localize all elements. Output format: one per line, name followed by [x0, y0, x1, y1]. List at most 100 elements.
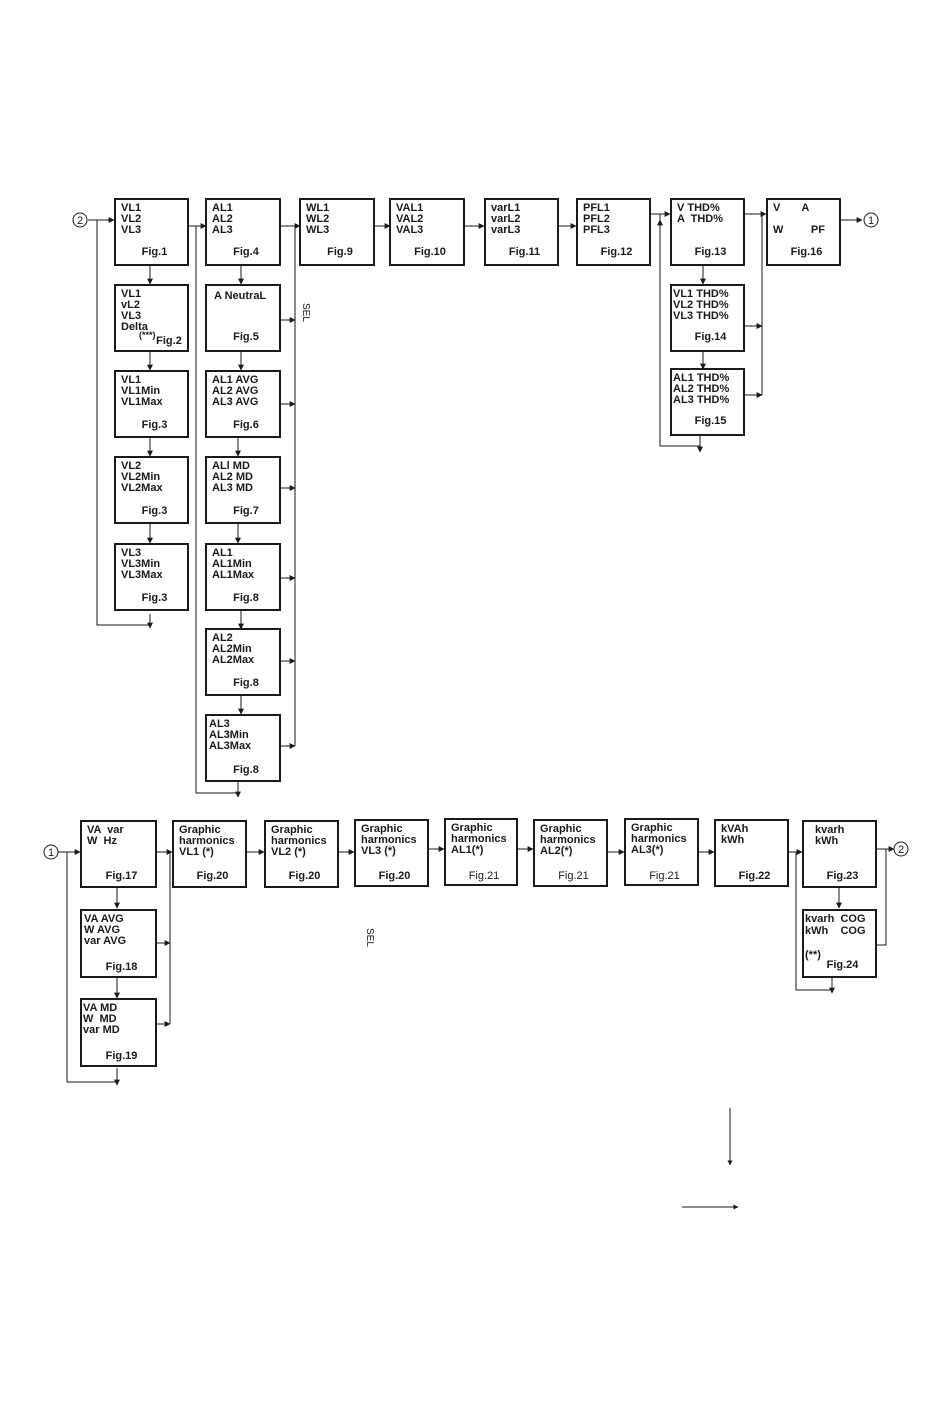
- box-frame: [205, 628, 281, 696]
- box-line: VL3 THD%: [673, 310, 729, 322]
- box-frame: [714, 819, 789, 887]
- box-line: VA MD: [83, 1002, 117, 1014]
- figure-label: Fig.21: [469, 870, 500, 882]
- box-line: VL1Min: [121, 385, 160, 397]
- box-line: VL2 THD%: [673, 299, 729, 311]
- box-line: kWh COG: [805, 925, 866, 937]
- box-frame: [576, 198, 651, 266]
- figure-label: Fig.24: [827, 959, 860, 971]
- box-frame: [114, 543, 189, 611]
- figure-label: Fig.8: [233, 677, 259, 689]
- figure-label: Fig.8: [233, 592, 259, 604]
- box-line: Delta: [121, 321, 149, 333]
- box-line: VL1 (*): [179, 846, 214, 858]
- box-line: kvarh: [815, 824, 845, 836]
- box-line: AL3(*): [631, 844, 664, 856]
- box-line: harmonics: [361, 834, 417, 846]
- box-line: AL2: [212, 632, 233, 644]
- box-line: Graphic: [271, 824, 313, 836]
- box-line: Graphic: [451, 822, 493, 834]
- box-fig15: AL1 THD%AL2 THD%AL3 THD%Fig.15: [670, 368, 745, 436]
- figure-label: Fig.13: [695, 246, 727, 258]
- connector-two-right: 2: [893, 841, 909, 857]
- box-line: AL3Min: [209, 729, 249, 741]
- connector-one-label-bottom: 1: [48, 847, 54, 859]
- box-line: WL1: [306, 202, 329, 214]
- box-frame: [484, 198, 559, 266]
- box-line: var MD: [83, 1024, 120, 1036]
- box-line: AL2(*): [540, 845, 573, 857]
- box-line: VL2: [121, 213, 141, 225]
- box-line: AL1 THD%: [673, 372, 729, 384]
- box-line: varL3: [491, 224, 520, 236]
- box-line: Graphic: [540, 823, 582, 835]
- box-frame: [114, 284, 189, 352]
- box-frame: [80, 998, 157, 1067]
- box-line: VL1Max: [121, 396, 163, 408]
- connector-two-label: 2: [77, 215, 83, 227]
- box-frame: [766, 198, 841, 266]
- box-line: W MD: [83, 1013, 117, 1025]
- box-frame: [354, 819, 429, 887]
- box-line: (***): [139, 330, 156, 340]
- figure-label: Fig.4: [233, 246, 260, 258]
- box-line: VL1: [121, 288, 141, 300]
- box-line: kWh: [721, 834, 745, 846]
- box-line: VL1 THD%: [673, 288, 729, 300]
- figure-label: Fig.15: [695, 415, 727, 427]
- figure-label: Fig.6: [233, 419, 259, 431]
- box-line: AL1Min: [212, 558, 252, 570]
- box-line: Graphic: [179, 824, 221, 836]
- box-line: harmonics: [271, 835, 327, 847]
- box-fig13: V THD%A THD%Fig.13: [670, 198, 745, 266]
- figure-label: Fig.9: [327, 246, 353, 258]
- box-line: W AVG: [84, 924, 120, 936]
- box-line: var AVG: [84, 935, 126, 947]
- figure-label: Fig.3: [142, 419, 168, 431]
- top-wires: [88, 211, 863, 798]
- box-line: kWh: [815, 835, 839, 847]
- box-frame: [80, 909, 157, 978]
- box-frame: [389, 198, 465, 266]
- figure-label: Fig.20: [289, 870, 321, 882]
- box-line: AL3Max: [209, 740, 252, 752]
- box-line: AL2Max: [212, 654, 255, 666]
- box-frame: [802, 909, 877, 978]
- box-line: kVAh: [721, 823, 749, 835]
- box-line: AL3: [209, 718, 230, 730]
- box-frame: [205, 714, 281, 782]
- box-line: VL2: [121, 460, 141, 472]
- box-line: VAL1: [396, 202, 423, 214]
- box-line: PFL1: [583, 202, 610, 214]
- figure-label: Fig.5: [233, 331, 259, 343]
- box-frame: [670, 368, 745, 436]
- box-line: PFL3: [583, 224, 610, 236]
- box-line: VA AVG: [84, 913, 124, 925]
- box-line: VL1: [121, 202, 141, 214]
- figure-label: Fig.2: [156, 335, 182, 347]
- box-frame: [114, 456, 189, 524]
- figure-label: Fig.17: [106, 870, 138, 882]
- figure-label: Fig.14: [695, 331, 728, 343]
- box-line: AL1 AVG: [212, 374, 258, 386]
- box-line: harmonics: [631, 833, 687, 845]
- box-line: A THD%: [677, 213, 723, 225]
- bottom-wires: [58, 846, 895, 1086]
- box-line: harmonics: [540, 834, 596, 846]
- figure-label: Fig.3: [142, 592, 168, 604]
- box-line: VAL2: [396, 213, 423, 225]
